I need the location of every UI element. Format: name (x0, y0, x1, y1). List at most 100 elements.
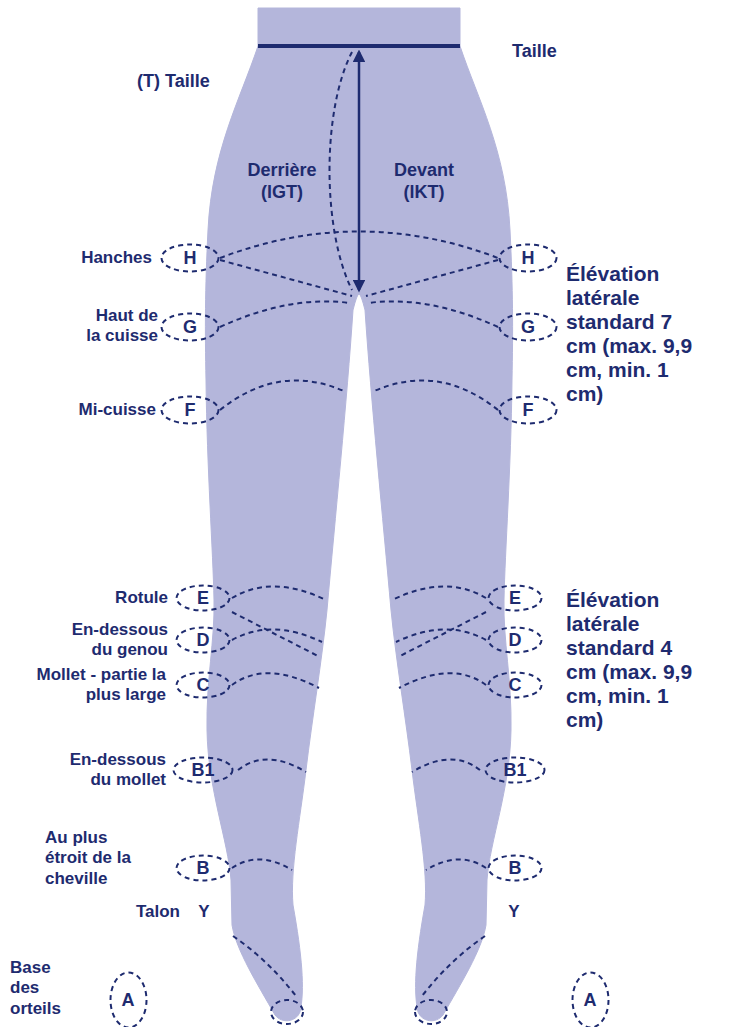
waist-line (258, 44, 460, 48)
measure-label: Talon (136, 902, 180, 922)
heel-line (233, 936, 296, 996)
point-letter: G (521, 317, 535, 337)
measure-point: B1 (484, 756, 546, 784)
below-knee-line (232, 629, 322, 642)
measure-point: F (498, 395, 558, 425)
dashed-ellipse-outline (489, 586, 542, 611)
left-measure-lines (220, 260, 352, 1024)
measure-point: H (160, 243, 220, 273)
ankle-line (426, 859, 486, 870)
dashed-ellipse-outline (162, 245, 219, 272)
measure-point: C (175, 671, 231, 699)
back-rise-curve (330, 52, 353, 290)
measure-label: Hanches (81, 248, 152, 268)
measure-label: Au plus étroit de la cheville (45, 828, 139, 889)
measure-label: Haut de la cuisse (78, 306, 158, 347)
below-calf-line (238, 759, 306, 772)
dashed-ellipse-outline (489, 673, 542, 698)
rise-label: Devant (lKT) (379, 160, 469, 203)
point-letter: E (509, 588, 521, 608)
dashed-ellipse-outline (110, 973, 146, 1027)
below-knee-line (396, 629, 486, 642)
point-letter: A (584, 990, 597, 1010)
measure-point: B (487, 854, 543, 882)
point-letter: H (184, 248, 197, 268)
tights-body (205, 8, 512, 1021)
dashed-ellipse-outline (177, 586, 230, 611)
dashed-ellipse-outline (162, 397, 219, 424)
heel-line (422, 936, 485, 996)
calf-line (399, 673, 486, 688)
measure-label: Rotule (115, 588, 168, 608)
point-letter: B (509, 858, 522, 878)
dashed-ellipse-outline (500, 397, 557, 424)
calf-line (232, 673, 319, 688)
mid-thigh-line (372, 380, 498, 410)
point-letter: B1 (191, 760, 214, 780)
dashed-ellipse-outline (486, 758, 545, 783)
heel-letter: Y (198, 902, 209, 922)
mid-thigh-line (220, 380, 346, 410)
dashed-ellipse-outline (572, 973, 608, 1027)
knee-diagonal (232, 612, 318, 656)
below-calf-line (412, 759, 480, 772)
dashed-ellipse-outline (177, 628, 230, 653)
measure-point: A (571, 971, 610, 1027)
point-letter: F (185, 400, 196, 420)
measure-point: D (175, 626, 231, 654)
rise-label: Derrière (lGT) (237, 160, 327, 203)
waist-label: Taille (512, 41, 557, 63)
dashed-ellipse-outline (177, 856, 230, 881)
point-letter: F (523, 400, 534, 420)
measure-point: D (487, 626, 543, 654)
measure-point: G (160, 312, 220, 342)
measure-point: A (109, 971, 148, 1027)
hip-line (220, 232, 498, 259)
point-letter: D (509, 630, 522, 650)
dashed-ellipse-outline (177, 673, 230, 698)
note-text: Élévation latérale standard 7 cm (max. 9… (566, 262, 704, 406)
thigh-top-line (368, 301, 498, 327)
measure-label: En-dessous du genou (56, 620, 168, 661)
note-text: Élévation latérale standard 4 cm (max. 9… (566, 588, 704, 732)
measure-point: C (487, 671, 543, 699)
dashed-ellipse-outline (489, 856, 542, 881)
toe-oval (271, 1000, 303, 1024)
hip-diagonal (366, 260, 498, 296)
measure-label: Mollet - partie la plus large (34, 665, 166, 706)
point-letter: B1 (503, 760, 526, 780)
point-letter: H (522, 248, 535, 268)
rise-arrow (358, 52, 361, 290)
point-letter: B (197, 858, 210, 878)
point-letter: D (197, 630, 210, 650)
measure-point: F (160, 395, 220, 425)
measure-label: Base des orteils (10, 958, 74, 1019)
knee-line (232, 586, 326, 600)
point-letter: C (197, 675, 210, 695)
hip-diagonal (220, 260, 352, 296)
thigh-top-line (220, 301, 350, 327)
toe-oval (415, 1000, 447, 1024)
knee-diagonal (400, 612, 486, 656)
measure-point: H (498, 243, 558, 273)
dashed-ellipse-outline (500, 314, 557, 341)
measure-point: E (487, 584, 543, 612)
point-letter: E (197, 588, 209, 608)
point-letter: G (183, 317, 197, 337)
knee-line (392, 586, 486, 600)
right-measure-lines (366, 260, 498, 1024)
measure-point: B1 (172, 756, 234, 784)
point-letter: C (509, 675, 522, 695)
dashed-ellipse-outline (162, 314, 219, 341)
ankle-line (232, 859, 292, 870)
right-leg (359, 8, 513, 1021)
dashed-ellipse-outline (500, 245, 557, 272)
dashed-ellipse-outline (174, 758, 233, 783)
waist-label: (T) Taille (137, 71, 210, 93)
measure-label: En-dessous du mollet (54, 750, 166, 791)
point-letter: A (122, 990, 135, 1010)
dashed-ellipse-outline (489, 628, 542, 653)
measure-point: B (175, 854, 231, 882)
